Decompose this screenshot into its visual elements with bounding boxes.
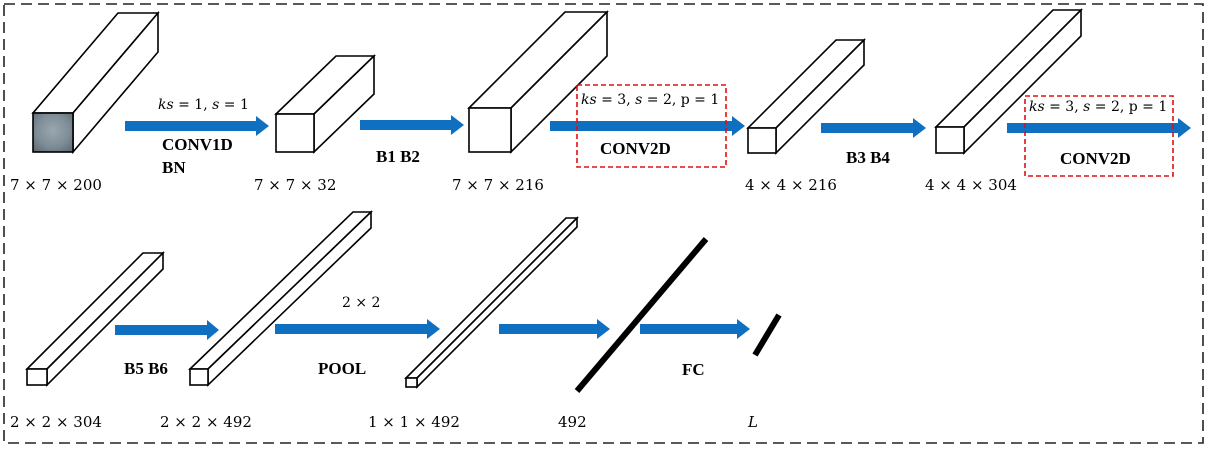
input-dims: 7 × 7 × 200 (10, 176, 102, 194)
flatten-vector (574, 237, 709, 393)
pool-label: POOL (318, 359, 366, 378)
b1b2-output-dims: 7 × 7 × 216 (452, 176, 544, 194)
input-cube (31, 10, 160, 155)
conv2d-2-output-dims: 2 × 2 × 304 (10, 413, 102, 431)
conv1d-output-dims: 7 × 7 × 32 (254, 176, 336, 194)
conv2d-1-output-dims: 4 × 4 × 216 (745, 176, 837, 194)
conv2d-1-output-cube (746, 38, 866, 155)
b1b2-label: B1 B2 (376, 147, 420, 166)
b5b6-label: B5 B6 (124, 359, 168, 378)
conv1d-arrow (125, 116, 269, 136)
pool-output-dims: 1 × 1 × 492 (368, 413, 460, 431)
conv2d-1-arrow (550, 116, 745, 136)
flatten-arrow (499, 319, 610, 339)
b3b4-arrow (821, 118, 926, 138)
conv2d-2-label: CONV2D (1060, 149, 1131, 168)
b5b6-output-cube (188, 210, 373, 387)
b3b4-output-cube (934, 8, 1083, 155)
conv2d-2-arrow (1007, 118, 1191, 138)
conv2d-2-highlight (1024, 95, 1174, 177)
bn-label: BN (162, 158, 186, 177)
output-dims: L (747, 413, 758, 431)
conv2d-2-params: ks = 3, s = 2, p = 1 (1029, 99, 1167, 115)
conv1d-params: ks = 1, s = 1 (158, 97, 249, 113)
fc-label: FC (682, 360, 705, 379)
conv2d-1-params: ks = 3, s = 2, p = 1 (581, 92, 719, 108)
b3b4-output-dims: 4 × 4 × 304 (925, 176, 1017, 194)
b1b2-arrow (360, 115, 464, 135)
b5b6-arrow (115, 320, 219, 340)
pool-params: 2 × 2 (342, 295, 380, 311)
fc-arrow (640, 319, 750, 339)
b3b4-label: B3 B4 (846, 148, 890, 167)
conv1d-output-cube (274, 54, 376, 154)
conv2d-2-output-cube (25, 251, 165, 387)
flatten-dims: 492 (558, 413, 587, 431)
b1b2-output-cube (467, 10, 609, 154)
b5b6-output-dims: 2 × 2 × 492 (160, 413, 252, 431)
pool-output-cube (404, 216, 579, 389)
output-vector (752, 313, 782, 357)
conv1d-label: CONV1D (162, 135, 233, 154)
outer-frame (3, 3, 1204, 444)
conv2d-1-highlight (576, 84, 727, 168)
pool-arrow (275, 319, 440, 339)
conv2d-1-label: CONV2D (600, 139, 671, 158)
